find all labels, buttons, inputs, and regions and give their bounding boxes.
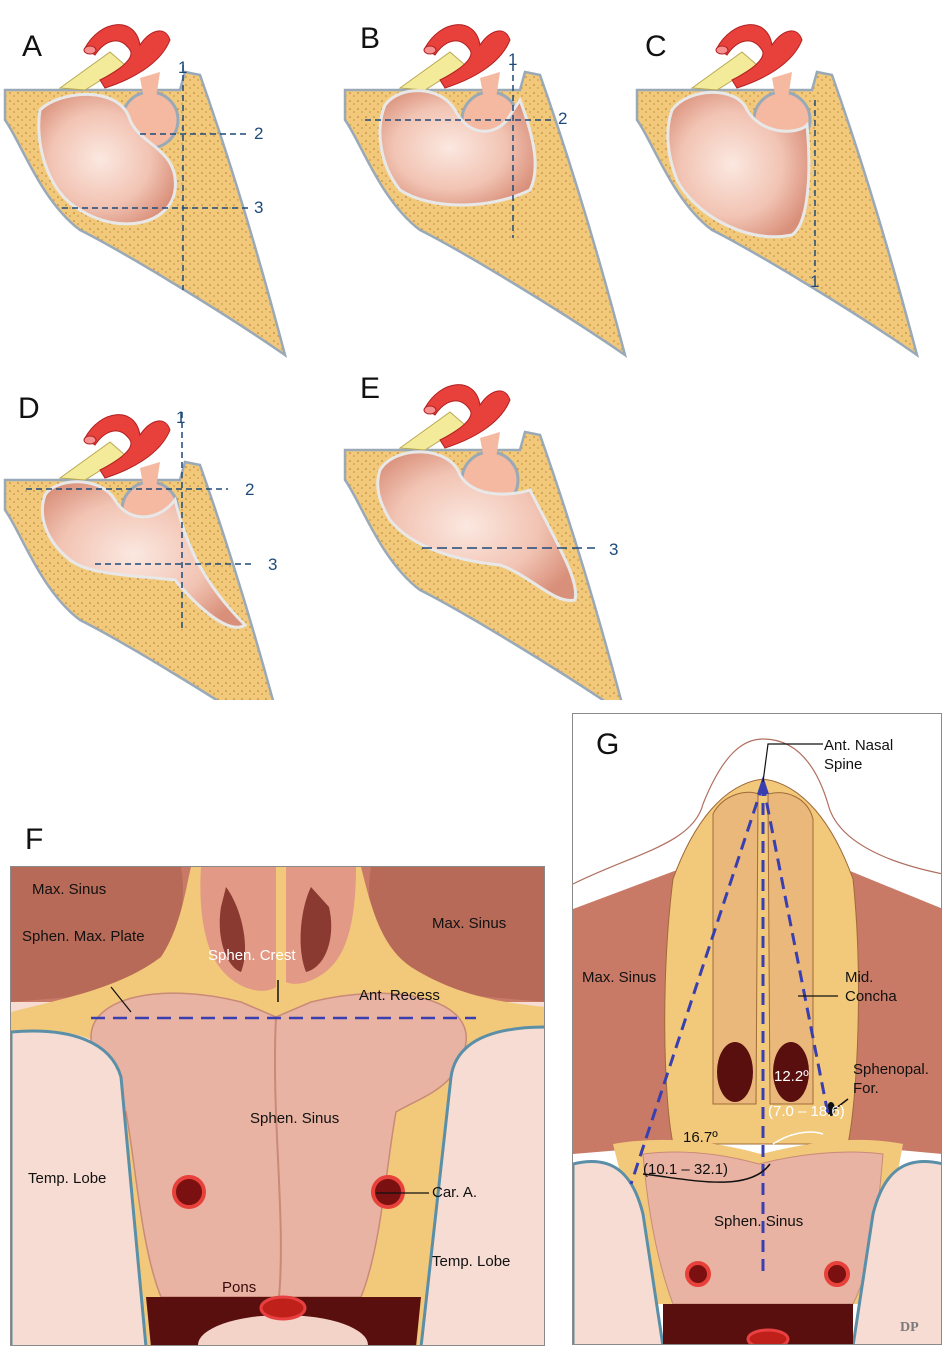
label-sphen-crest: Sphen. Crest bbox=[208, 947, 296, 964]
label-ant-nasal-spine-2: Spine bbox=[824, 756, 863, 773]
panel-label-g: G bbox=[596, 728, 620, 761]
panel-b-line-2: 2 bbox=[558, 109, 568, 128]
label-angle-large: 16.7º bbox=[683, 1129, 718, 1146]
label-sphen-max-plate: Sphen. Max. Plate bbox=[22, 928, 145, 945]
label-sphen-sinus-g: Sphen. Sinus bbox=[714, 1213, 804, 1230]
panel-c-line-1: 1 bbox=[810, 272, 820, 291]
panel-d-line-1: 1 bbox=[176, 408, 186, 427]
label-max-sinus-left: Max. Sinus bbox=[32, 881, 107, 898]
label-mid-concha-2: Concha bbox=[845, 988, 897, 1005]
label-pons: Pons bbox=[222, 1279, 257, 1296]
label-temp-lobe-right: Temp. Lobe bbox=[432, 1253, 511, 1270]
panel-a-line-3: 3 bbox=[254, 198, 264, 217]
panel-a-drawing bbox=[3, 23, 287, 357]
label-car-a: Car. A. bbox=[432, 1184, 478, 1201]
arrowhead-icon bbox=[757, 776, 769, 794]
label-max-sinus: Max. Sinus bbox=[582, 969, 657, 986]
panel-e-line-3: 3 bbox=[609, 540, 619, 559]
angle-arc-large bbox=[642, 1163, 771, 1183]
sphenoid-sinus bbox=[37, 92, 177, 226]
label-sphenopal-1: Sphenopal. bbox=[853, 1061, 929, 1078]
panel-label-f: F bbox=[25, 823, 44, 856]
left-carotid-artery bbox=[172, 1175, 206, 1209]
panel-c-drawing bbox=[635, 23, 919, 357]
septum bbox=[273, 1016, 282, 1298]
panel-f-drawing bbox=[11, 867, 544, 1345]
panel-b-line-1: 1 bbox=[508, 50, 518, 69]
label-angle-small-range: (7.0 – 18.6) bbox=[768, 1103, 845, 1120]
sphenoid-sinus bbox=[666, 90, 811, 239]
label-temp-lobe-left: Temp. Lobe bbox=[28, 1170, 107, 1187]
panel-label-e: E bbox=[360, 372, 381, 405]
lateral-line-left bbox=[629, 783, 765, 1185]
panel-d-drawing bbox=[3, 412, 287, 700]
sphenoid-sinus bbox=[378, 89, 537, 207]
panel-label-b: B bbox=[360, 22, 381, 55]
label-ant-recess: Ant. Recess bbox=[359, 987, 440, 1004]
angle-arc-small bbox=[772, 1131, 824, 1145]
label-sphen-sinus: Sphen. Sinus bbox=[250, 1110, 340, 1127]
panel-d-line-2: 2 bbox=[245, 480, 255, 499]
panel-f-frame bbox=[10, 866, 545, 1346]
sphen-sinus-cavity bbox=[90, 992, 467, 1298]
label-sphenopal-2: For. bbox=[853, 1080, 879, 1097]
panel-a-line-1: 1 bbox=[178, 58, 188, 77]
label-max-sinus-right: Max. Sinus bbox=[432, 915, 507, 932]
panel-e-drawing bbox=[343, 383, 627, 700]
panel-label-d: D bbox=[18, 392, 40, 425]
label-ant-nasal-spine-1: Ant. Nasal bbox=[824, 737, 894, 754]
panel-g-frame bbox=[572, 713, 942, 1345]
panel-label-a: A bbox=[22, 30, 43, 63]
sphenoid-sinus bbox=[376, 450, 578, 603]
label-angle-small: 12.2º bbox=[774, 1068, 809, 1085]
label-angle-large-range: (10.1 – 32.1) bbox=[643, 1161, 729, 1178]
panel-b-drawing bbox=[343, 23, 627, 357]
right-carotid-artery bbox=[371, 1175, 405, 1209]
panel-d-line-3: 3 bbox=[268, 555, 278, 574]
label-mid-concha-1: Mid. bbox=[845, 969, 874, 986]
artist-signature: DP bbox=[900, 1320, 919, 1335]
panel-a-line-2: 2 bbox=[254, 124, 264, 143]
sagittal-panels bbox=[3, 23, 919, 700]
panel-label-c: C bbox=[645, 30, 667, 63]
panel-g-drawing bbox=[573, 738, 941, 1344]
sphenoid-sinus bbox=[40, 480, 248, 629]
